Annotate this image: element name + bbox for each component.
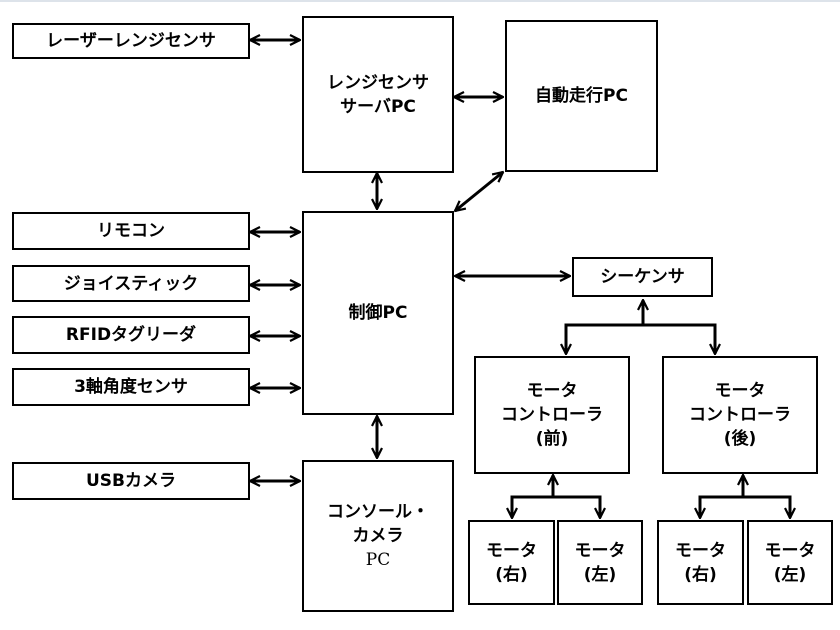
node-motor-rear-left: モータ (左) — [747, 520, 833, 605]
label-motor-rear-right-line1: モータ — [675, 540, 726, 561]
node-control-pc: 制御PC — [302, 211, 454, 415]
node-laser-range-sensor: レーザーレンジセンサ — [12, 23, 250, 59]
node-remote-control: リモコン — [12, 212, 250, 250]
label-joystick: ジョイスティック — [63, 273, 199, 294]
label-motor-rear-right-line2: (右) — [684, 564, 717, 585]
label-laser-range-sensor: レーザーレンジセンサ — [46, 31, 216, 51]
label-remote-control: リモコン — [97, 221, 165, 241]
label-motor-front-left-line1: モータ — [574, 540, 626, 561]
label-rear-controller-line1: モータ — [714, 381, 766, 401]
node-rfid-tag-reader: RFIDタグリーダ — [12, 316, 250, 354]
label-front-controller-line2: コントローラ — [501, 405, 603, 425]
node-three-axis-angle-sensor: 3軸角度センサ — [12, 368, 250, 406]
fork-sequencer-to-controllers — [566, 300, 715, 354]
label-sequencer: シーケンサ — [600, 267, 685, 287]
label-front-controller-line3: (前) — [535, 429, 569, 449]
node-motor-controller-front: モータ コントローラ (前) — [474, 356, 630, 474]
edge-autodrive-to-controlpc — [455, 172, 503, 211]
label-autonomous-drive-pc: 自動走行PC — [535, 86, 628, 106]
node-autonomous-drive-pc: 自動走行PC — [505, 20, 658, 172]
node-motor-front-right: モータ (右) — [468, 520, 555, 605]
label-rear-controller-line3: (後) — [723, 429, 757, 449]
node-motor-front-left: モータ (左) — [557, 520, 643, 605]
label-motor-rear-left-line1: モータ — [764, 540, 816, 561]
label-usb-camera: USBカメラ — [85, 471, 176, 491]
label-three-axis-angle-sensor: 3軸角度センサ — [74, 377, 188, 397]
label-rear-controller-line2: コントローラ — [689, 405, 791, 425]
label-control-pc: 制御PC — [348, 303, 408, 323]
label-console-line3: PC — [365, 550, 391, 570]
node-motor-controller-rear: モータ コントローラ (後) — [662, 356, 818, 474]
label-front-controller-line1: モータ — [526, 381, 578, 401]
node-sequencer: シーケンサ — [572, 257, 713, 297]
node-range-sensor-server-pc: レンジセンサ サーバPC — [302, 16, 454, 173]
label-console-line1: コンソール・ — [327, 502, 429, 522]
label-motor-front-right-line2: (右) — [495, 564, 528, 585]
fork-front-controller-to-motors — [512, 475, 600, 518]
label-motor-rear-left-line2: (左) — [773, 564, 807, 585]
node-console-camera-pc: コンソール・ カメラ PC — [302, 460, 454, 612]
label-rfid-tag-reader: RFIDタグリーダ — [65, 325, 197, 345]
label-range-server-line1: レンジセンサ — [327, 72, 429, 93]
node-usb-camera: USBカメラ — [12, 462, 250, 500]
window-top-border — [0, 0, 840, 2]
label-motor-front-left-line2: (左) — [583, 564, 617, 585]
node-motor-rear-right: モータ (右) — [657, 520, 744, 605]
label-console-line2: カメラ — [352, 526, 404, 546]
fork-rear-controller-to-motors — [700, 475, 790, 518]
label-motor-front-right-line1: モータ — [486, 540, 537, 561]
node-joystick: ジョイスティック — [12, 265, 250, 302]
label-range-server-line2: サーバPC — [340, 96, 416, 117]
